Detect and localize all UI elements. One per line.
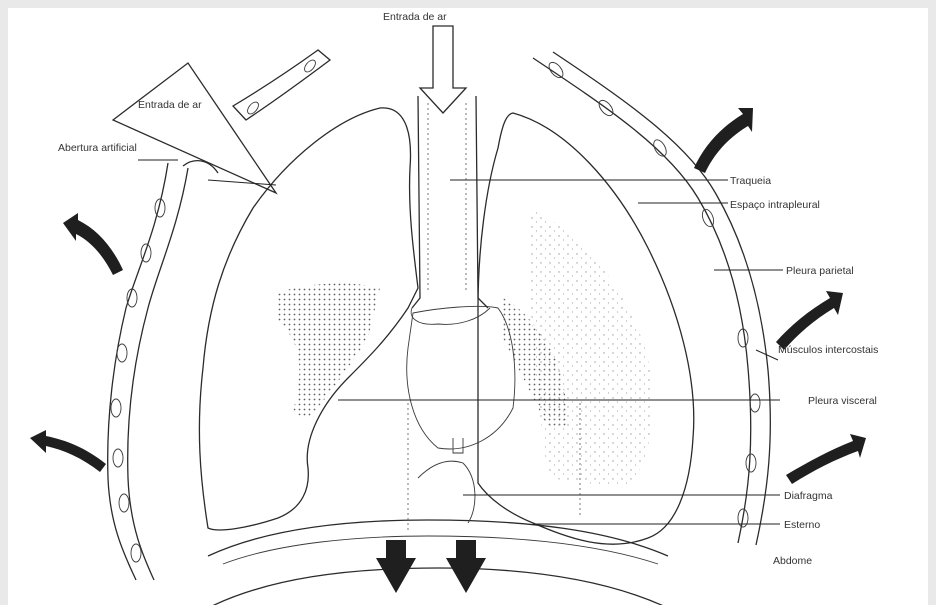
label-intercostal-muscles: Músculos intercostais — [778, 344, 878, 356]
diagram-panel: Entrada de ar Entrada de ar Abertura art… — [8, 8, 928, 605]
left-chest-wall — [108, 163, 188, 580]
down-arrow-left — [376, 540, 416, 593]
label-pleural-membrane: Pleura parietal — [786, 265, 854, 277]
label-air-entry-top: Entrada de ar — [383, 11, 447, 23]
left-bronchi-stipple — [276, 283, 380, 418]
label-diaphragm: Diafragma — [784, 490, 833, 502]
diaphragm — [208, 520, 668, 564]
down-arrow-right — [446, 540, 486, 593]
heart — [407, 306, 515, 449]
label-visceral-pleura: Pleura visceral — [808, 395, 877, 407]
leader-lines — [138, 160, 783, 524]
label-opening: Abertura artificial — [58, 142, 137, 154]
air-entry-triangle — [113, 63, 276, 193]
air-entry-arrow-top — [420, 26, 466, 113]
right-lung-texture — [528, 208, 653, 488]
sternum-mark — [453, 438, 463, 453]
trachea — [411, 96, 490, 324]
lung-collapse-diagram: Entrada de ar Entrada de ar Abertura art… — [8, 8, 928, 605]
label-trachea: Traqueia — [730, 175, 771, 187]
label-air-entry-side: Entrada de ar — [138, 99, 202, 111]
label-abdomen: Abdome — [773, 555, 812, 567]
heart-apex — [418, 461, 475, 523]
label-pleural-space: Espaço intrapleural — [730, 199, 820, 211]
outward-arrows — [30, 108, 866, 484]
upper-left-rib — [233, 50, 330, 120]
abdomen-outline — [208, 568, 668, 605]
label-sternum: Esterno — [784, 519, 820, 531]
